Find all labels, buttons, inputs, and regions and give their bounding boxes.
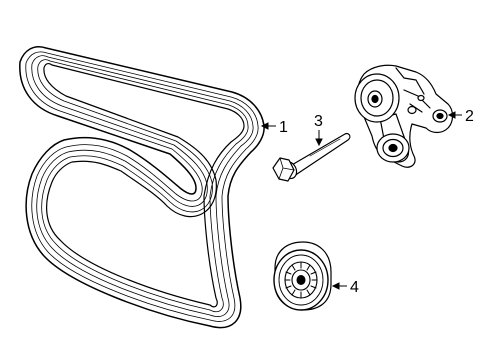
leader-1-arrow [260,122,269,130]
callout-3: 3 [314,113,323,130]
leader-3-arrow [315,138,323,147]
callout-1: 1 [279,119,288,136]
belt-tensioner [354,64,454,168]
bolt [272,132,351,182]
serpentine-belt [19,46,265,329]
leader-2-arrow [447,111,456,119]
callout-4: 4 [350,279,359,296]
leader-4-arrow [331,282,340,290]
callout-leaders [260,111,462,290]
idler-pulley [273,241,332,311]
callout-2: 2 [465,108,474,125]
